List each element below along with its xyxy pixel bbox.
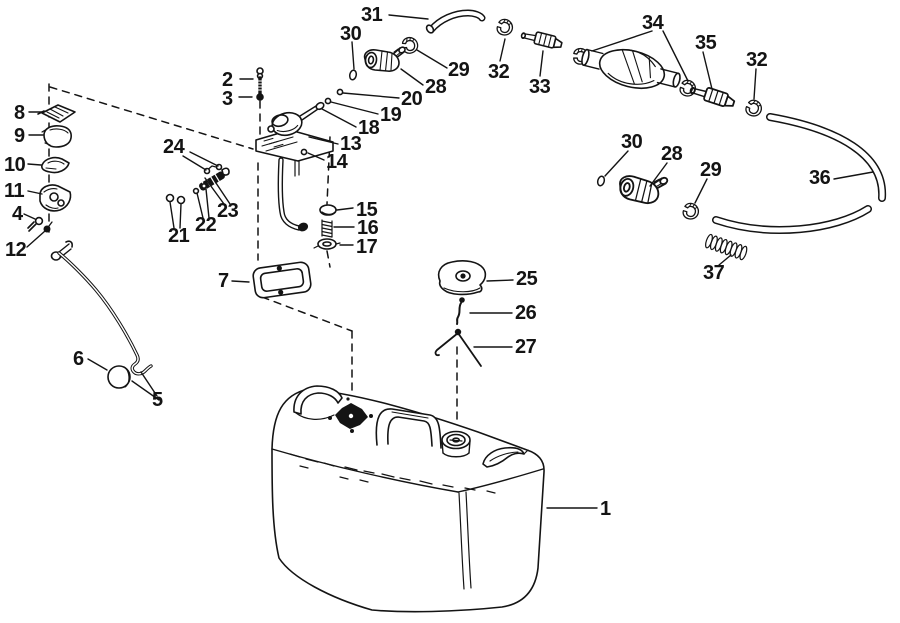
primer-bulb — [581, 48, 681, 90]
part-36-hose — [712, 113, 887, 234]
callout-13: 13 — [340, 133, 362, 155]
callout-4: 4 — [12, 203, 23, 225]
callout-5: 5 — [152, 389, 163, 411]
part-11-bracket — [39, 184, 72, 212]
part-37-spring — [705, 233, 748, 261]
tank-surface-marks — [289, 453, 496, 494]
part-15-cap — [319, 204, 337, 216]
tank-handle — [375, 408, 442, 449]
part-30-oring — [595, 174, 607, 188]
callout-11: 11 — [4, 180, 25, 202]
callout-29: 29 — [448, 59, 470, 81]
part-17-washer — [313, 238, 341, 250]
callout-30: 30 — [621, 131, 643, 153]
callout-6: 6 — [73, 348, 84, 370]
part-28-connector — [616, 169, 670, 207]
callout-18: 18 — [358, 117, 380, 139]
callout-21: 21 — [168, 225, 190, 247]
part-33-fitting — [519, 27, 564, 51]
part-6-float — [107, 365, 131, 389]
float-arm-rod — [50, 240, 153, 376]
callout-3: 3 — [222, 88, 233, 110]
callout-31: 31 — [361, 4, 383, 26]
callout-32: 32 — [746, 49, 768, 71]
callout-24: 24 — [163, 136, 185, 158]
callout-12: 12 — [5, 239, 27, 261]
part-8-screen — [37, 104, 76, 123]
part-4-screw — [27, 216, 44, 232]
callout-36: 36 — [809, 167, 831, 189]
part-32-clamp — [495, 17, 515, 38]
callout-22: 22 — [195, 214, 217, 236]
part-30-oring — [348, 68, 358, 82]
part-35-fitting — [688, 81, 737, 110]
part-9-cover — [41, 125, 72, 148]
callout-2: 2 — [222, 69, 233, 91]
callout-19: 19 — [380, 104, 402, 126]
callout-27: 27 — [515, 336, 537, 358]
callout-16: 16 — [357, 217, 379, 239]
callout-33: 33 — [529, 76, 551, 98]
callout-8: 8 — [14, 102, 25, 124]
part-7-gasket — [252, 261, 312, 299]
callout-29: 29 — [700, 159, 722, 181]
callout-23: 23 — [217, 200, 239, 222]
callout-28: 28 — [661, 143, 683, 165]
part-28-connector — [363, 45, 407, 72]
callout-14: 14 — [326, 151, 348, 173]
part-31-hose — [425, 9, 486, 34]
part-25-cap — [437, 260, 487, 296]
part-26-pin — [456, 297, 465, 325]
part-3-washer — [256, 93, 264, 101]
tank-mount-plate — [328, 397, 373, 433]
callout-28: 28 — [425, 76, 447, 98]
leader-lines — [23, 14, 874, 509]
part-32-clamp — [743, 97, 765, 119]
tank-filler-neck — [441, 430, 471, 458]
tank-cap-holder — [482, 446, 529, 468]
part-19-washer — [324, 97, 332, 105]
callout-26: 26 — [515, 302, 537, 324]
callout-10: 10 — [4, 154, 26, 176]
callout-7: 7 — [218, 270, 229, 292]
callout-34: 34 — [642, 12, 664, 34]
callout-25: 25 — [516, 268, 538, 290]
callout-32: 32 — [488, 61, 510, 83]
part-2-screw — [256, 67, 264, 96]
part-27-retainer — [434, 328, 482, 367]
part-20-washer — [336, 88, 344, 96]
part-16-spring — [321, 219, 333, 238]
part-29-clamp — [681, 201, 701, 222]
callout-15: 15 — [356, 199, 378, 221]
callout-17: 17 — [356, 236, 378, 258]
part-1-fuel-tank — [271, 385, 545, 613]
callout-30: 30 — [340, 23, 362, 45]
part-12-screw — [43, 221, 53, 233]
callout-35: 35 — [695, 32, 717, 54]
callout-9: 9 — [14, 125, 25, 147]
callout-1: 1 — [600, 498, 611, 520]
part-10-bracket — [41, 156, 70, 174]
callout-37: 37 — [703, 262, 725, 284]
callout-20: 20 — [401, 88, 423, 110]
